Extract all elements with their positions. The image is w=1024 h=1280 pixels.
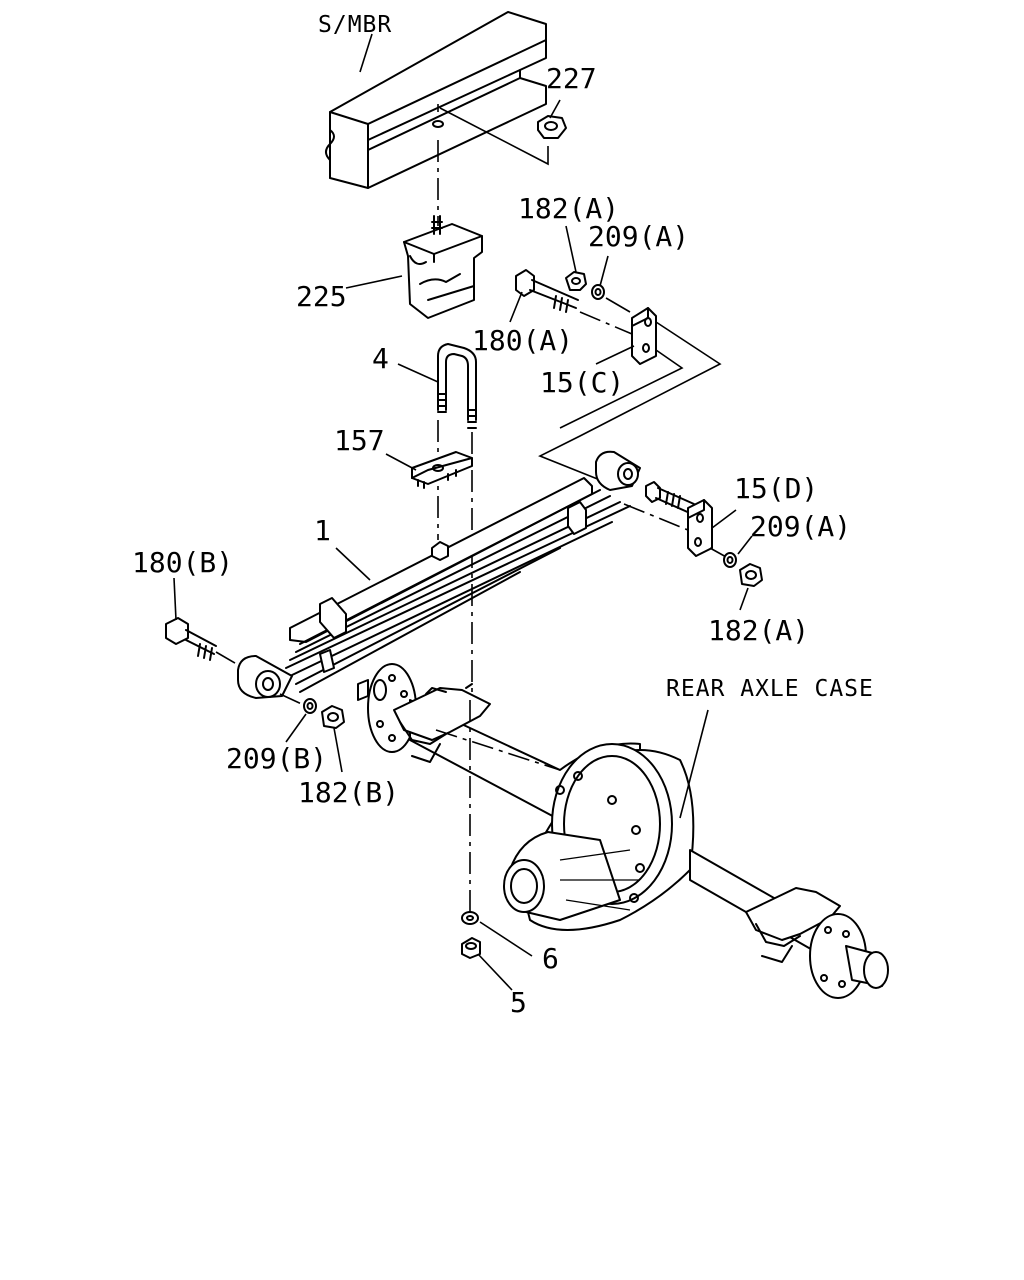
label-rear-axle-case: REAR AXLE CASE — [666, 676, 874, 702]
label-part-6: 6 — [542, 942, 559, 975]
label-part-180b: 180(B) — [132, 546, 233, 579]
label-part-5: 5 — [510, 986, 527, 1019]
shackle-15c — [631, 307, 657, 365]
washer-6 — [461, 911, 479, 925]
label-part-180a: 180(A) — [472, 324, 573, 357]
label-part-182a-top: 182(A) — [518, 192, 619, 225]
shackle-15d — [687, 499, 713, 557]
clip-plate-157 — [411, 451, 473, 489]
label-part-209b: 209(B) — [226, 742, 327, 775]
u-bolt-4 — [437, 343, 477, 429]
label-part-209a-right: 209(A) — [750, 510, 851, 543]
label-part-157: 157 — [334, 424, 385, 457]
side-member-frame-rail — [325, 11, 547, 189]
washer-209b — [303, 698, 317, 714]
bump-stopper-225 — [403, 215, 483, 319]
label-part-1: 1 — [314, 514, 331, 547]
label-part-4: 4 — [372, 342, 389, 375]
label-part-225: 225 — [296, 280, 347, 313]
label-part-227: 227 — [546, 62, 597, 95]
bolt-180a — [515, 269, 579, 313]
bolt-180b — [165, 617, 217, 661]
leaf-spring-1 — [237, 450, 641, 699]
nut-182b — [321, 705, 345, 729]
nut-5 — [461, 937, 481, 959]
label-part-15c: 15(C) — [540, 366, 624, 399]
label-s-mbr: S/MBR — [318, 12, 392, 38]
label-part-182a-right: 182(A) — [708, 614, 809, 647]
rear-axle-case — [357, 663, 889, 999]
nut-182a-top — [565, 271, 587, 291]
washer-209a-top — [591, 284, 605, 300]
shackle-pin-15d — [645, 481, 695, 515]
nut-182a-right — [739, 563, 763, 587]
washer-209a-right — [723, 552, 737, 568]
label-part-209a-top: 209(A) — [588, 220, 689, 253]
label-part-182b: 182(B) — [298, 776, 399, 809]
label-part-15d: 15(D) — [734, 472, 818, 505]
nut-227 — [537, 115, 567, 139]
